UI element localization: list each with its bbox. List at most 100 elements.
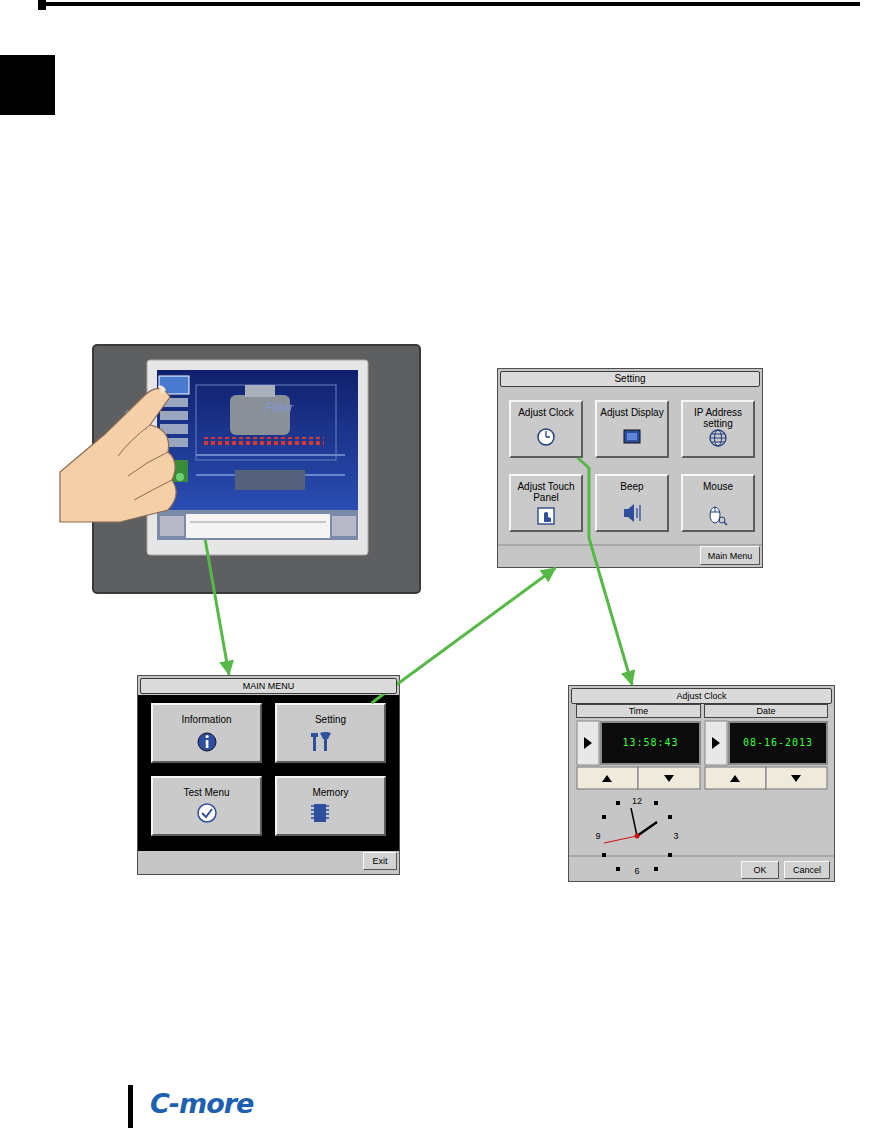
clock-controls <box>791 775 801 782</box>
button-label: Adjust Display <box>597 407 667 418</box>
button-label: Adjust Touch Panel <box>511 481 581 503</box>
pointing-hand <box>60 389 176 522</box>
pointing-hand <box>118 425 172 500</box>
hmi-screen: Filler <box>157 370 358 540</box>
analog-clock <box>616 801 620 805</box>
separator-line <box>569 856 834 857</box>
page-decoration <box>38 0 46 10</box>
button-label: Adjust Clock <box>511 407 581 418</box>
clock-number: 9 <box>595 831 600 841</box>
flow-arrow <box>372 568 556 703</box>
digital-readout: 08-16-2013 <box>728 721 828 765</box>
pointing-hand <box>60 386 176 523</box>
button-label: Setting <box>277 714 384 725</box>
clock-controls <box>664 775 674 782</box>
button-icons <box>311 733 318 737</box>
clock-number: 6 <box>634 866 639 876</box>
analog-clock <box>602 815 606 819</box>
brand-logo: C-more <box>150 1088 253 1119</box>
cancel-button: Cancel <box>784 861 830 879</box>
analog-clock <box>604 836 637 843</box>
screen-picture <box>186 514 330 538</box>
clock-controls <box>730 775 740 782</box>
page-decoration <box>38 2 860 6</box>
screen-picture <box>190 522 326 523</box>
window-title: Adjust Clock <box>571 688 832 704</box>
menu-button: Adjust Display <box>595 400 669 458</box>
analog-clock <box>602 801 672 871</box>
screen-picture <box>160 411 188 420</box>
button-label: Beep <box>597 481 667 492</box>
window-title: MAIN MENU <box>140 678 397 694</box>
button-icons <box>724 522 727 525</box>
screen-picture <box>157 370 358 540</box>
button-label: Exit <box>372 856 387 866</box>
screen-picture <box>157 510 358 540</box>
menu-button: Beep <box>595 474 669 532</box>
button-icons <box>624 504 634 522</box>
clock-controls <box>705 721 727 765</box>
button-icons <box>710 430 726 446</box>
screen-picture <box>235 470 305 490</box>
nav-button: Exit <box>363 852 397 870</box>
button-icons <box>538 508 554 524</box>
screen-picture <box>245 385 275 397</box>
button-icons <box>198 429 727 822</box>
button-icons <box>320 732 331 739</box>
clock-number: 12 <box>632 796 642 806</box>
window-title: Setting <box>500 371 760 387</box>
analog-clock <box>635 834 640 839</box>
main-menu-window: MAIN MENU Information SettingTest Menu Memo… <box>137 675 400 875</box>
button-icons <box>710 507 720 512</box>
button-label: Memory <box>277 787 384 798</box>
menu-button: Mouse <box>681 474 755 532</box>
clock-controls <box>577 767 638 789</box>
menu-button: IP Address setting <box>681 400 755 458</box>
analog-clock <box>668 853 672 857</box>
button-icons <box>202 809 212 817</box>
clock-controls <box>577 721 599 765</box>
clock-controls <box>705 767 766 789</box>
screen-title: Filler <box>265 400 293 415</box>
button-label: Test Menu <box>153 787 260 798</box>
button-icons <box>546 431 550 437</box>
clock-controls <box>584 737 592 749</box>
button-icons <box>624 430 640 443</box>
analog-clock <box>631 808 637 836</box>
button-label: Cancel <box>793 865 821 875</box>
screen-picture <box>176 473 184 481</box>
screen-picture <box>159 376 189 394</box>
hmi-panel <box>147 360 368 555</box>
page-decoration <box>0 55 55 115</box>
screen-picture <box>196 385 336 460</box>
analog-clock <box>668 815 672 819</box>
button-icons <box>710 434 726 442</box>
button-icons <box>627 433 637 440</box>
clock-controls <box>602 775 612 782</box>
setting-window: SettingAdjust Clock Adjust Display IP Addr… <box>497 368 763 568</box>
button-label: IP Address setting <box>683 407 753 429</box>
button-icons <box>314 804 326 822</box>
button-icons <box>324 739 327 751</box>
button-label: Information <box>153 714 260 725</box>
screen-picture <box>332 516 356 536</box>
analog-clock <box>654 801 658 805</box>
digital-readout: 13:58:43 <box>600 721 701 765</box>
ok-button: OK <box>741 861 779 879</box>
flow-arrow <box>578 458 632 685</box>
clock-controls <box>638 767 700 789</box>
button-icons <box>206 740 209 748</box>
screen-picture <box>196 454 345 456</box>
separator-line <box>498 545 762 546</box>
button-label: Mouse <box>683 481 753 492</box>
button-icons <box>198 733 216 751</box>
menu-button: Memory <box>275 776 386 836</box>
button-icons <box>637 505 640 521</box>
page-decoration <box>128 1085 133 1128</box>
flow-arrow <box>205 540 229 675</box>
analog-clock <box>616 867 620 871</box>
clock-controls <box>577 721 827 789</box>
